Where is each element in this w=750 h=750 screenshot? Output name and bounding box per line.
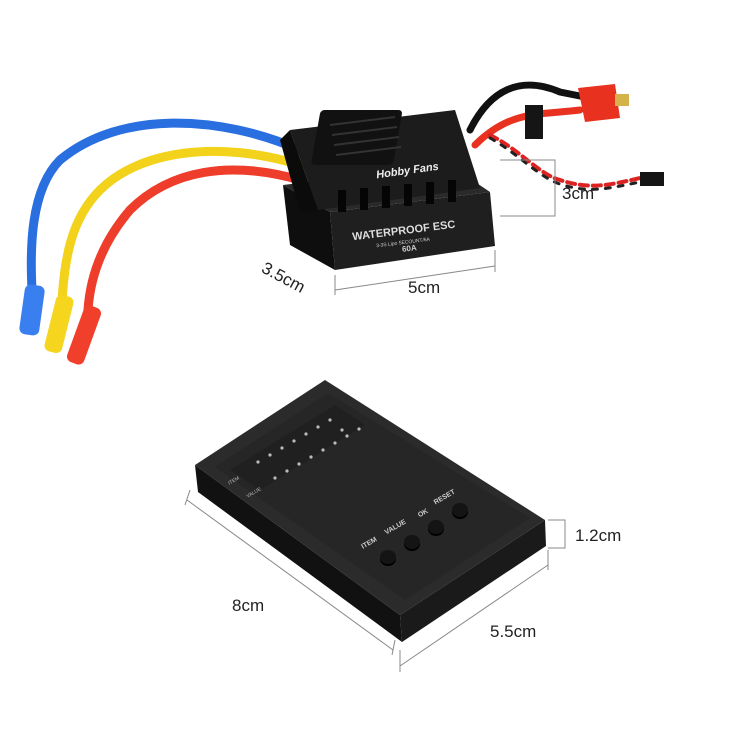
card-thickness-label: 1.2cm	[575, 526, 622, 545]
bullet-connectors	[19, 284, 102, 365]
card-button-reset[interactable]	[452, 503, 468, 517]
led-indicators	[256, 418, 361, 480]
card-button-value[interactable]	[404, 535, 420, 549]
esc-height-label: 3cm	[562, 184, 595, 203]
card-button-item[interactable]	[380, 550, 396, 564]
card-button-ok[interactable]	[428, 520, 444, 534]
motor-wires	[26, 118, 305, 315]
battery-wires	[466, 81, 642, 191]
esc-body	[280, 110, 495, 270]
t-plug-connector	[578, 84, 629, 122]
card-width-label: 5.5cm	[490, 622, 537, 641]
servo-plug	[640, 172, 664, 186]
switch-plug	[525, 105, 543, 139]
card-length-label: 8cm	[232, 596, 265, 615]
esc-width-label: 5cm	[408, 278, 441, 297]
